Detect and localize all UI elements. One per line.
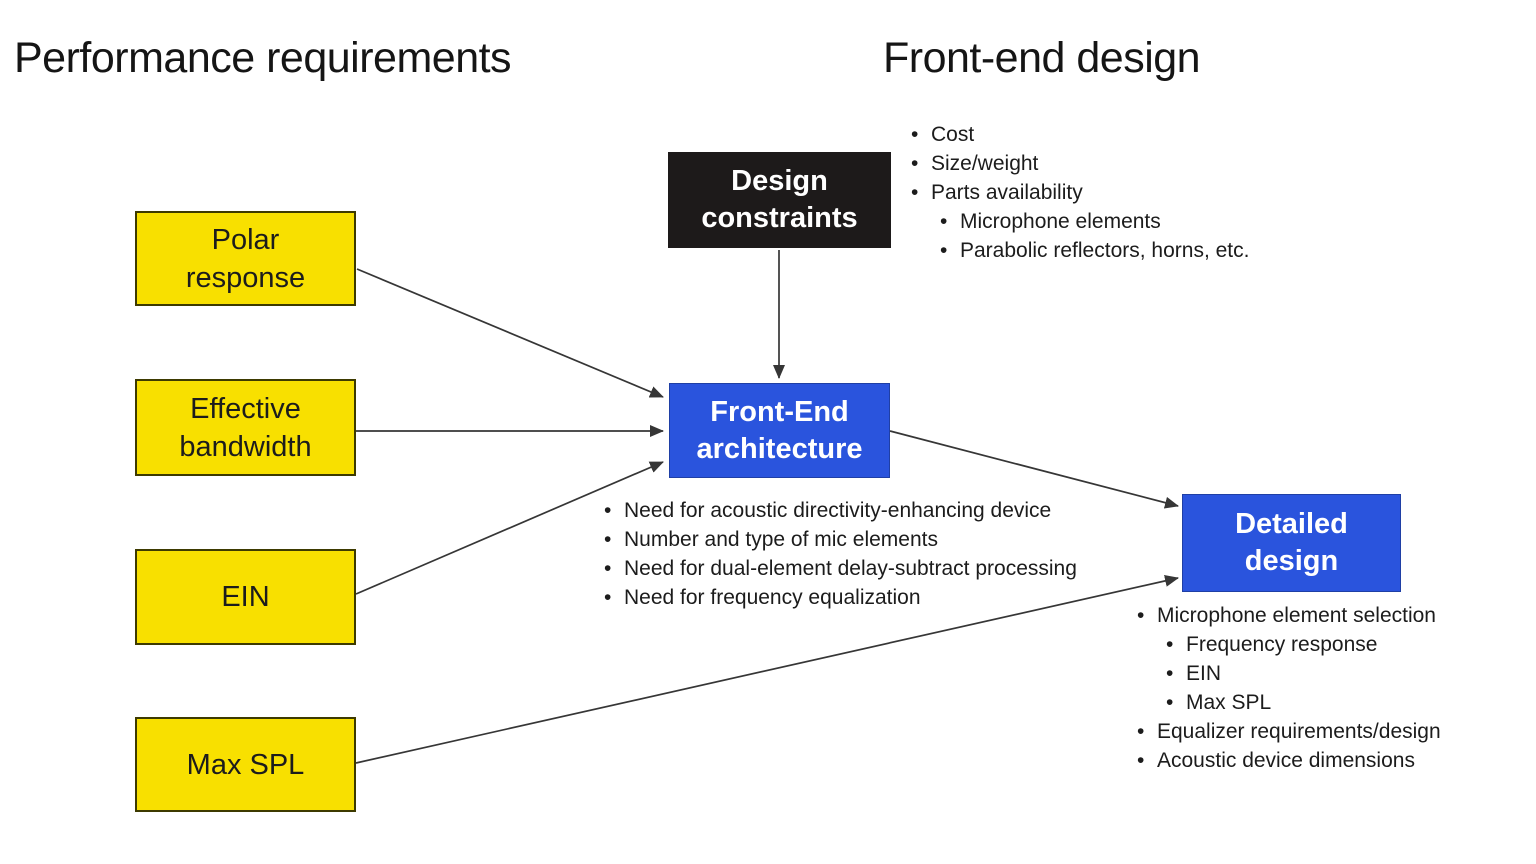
bullet-item: • Parabolic reflectors, horns, etc. (940, 236, 1249, 265)
box-front-end-architecture-label: Front-End architecture (696, 395, 863, 465)
bullet-icon: • (940, 239, 948, 262)
bullet-text: Need for dual-element delay-subtract pro… (624, 557, 1077, 580)
bullet-text: Microphone elements (960, 210, 1161, 233)
bullet-item: • Parts availability (911, 178, 1249, 207)
bullet-icon: • (604, 586, 612, 609)
bullet-icon: • (911, 152, 919, 175)
bullet-text: Size/weight (931, 152, 1039, 175)
box-detailed-design: Detailed design (1182, 494, 1401, 592)
bullet-item: • Size/weight (911, 149, 1249, 178)
box-ein: EIN (135, 549, 356, 645)
bullet-item: • Acoustic device dimensions (1137, 746, 1441, 775)
bullet-icon: • (604, 557, 612, 580)
box-polar-response-label: Polar response (185, 223, 306, 294)
bullet-item: • Need for acoustic directivity-enhancing… (604, 496, 1077, 525)
bullet-icon: • (1166, 691, 1174, 714)
bullet-text: Parabolic reflectors, horns, etc. (960, 239, 1250, 262)
box-front-end-architecture: Front-End architecture (669, 383, 890, 478)
box-polar-response: Polar response (135, 211, 356, 306)
box-effective-bandwidth: Effective bandwidth (135, 379, 356, 476)
list-design-constraints-notes: • Cost • Size/weight • Parts availability • Mic… (911, 120, 1249, 265)
bullet-icon: • (1137, 720, 1145, 743)
bullet-icon: • (604, 528, 612, 551)
box-max-spl: Max SPL (135, 717, 356, 812)
bullet-icon: • (911, 123, 919, 146)
arrow-maxspl-to-detailed (355, 575, 1179, 764)
box-design-constraints: Design constraints (668, 152, 891, 248)
arrow-ein-to-frontend (355, 461, 664, 595)
bullet-text: Parts availability (931, 181, 1083, 204)
bullet-item: • Microphone elements (940, 207, 1249, 236)
bullet-text: Equalizer requirements/design (1157, 720, 1441, 743)
arrow-frontend-to-detailed (889, 430, 1179, 509)
bullet-icon: • (940, 210, 948, 233)
bullet-item: • Frequency response (1166, 630, 1441, 659)
bullet-item: • Cost (911, 120, 1249, 149)
bullet-text: EIN (1186, 662, 1222, 685)
bullet-text: Need for acoustic directivity-enhancing … (624, 499, 1052, 522)
bullet-item: • Microphone element selection (1137, 601, 1441, 630)
bullet-text: Frequency response (1186, 633, 1378, 656)
bullet-icon: • (1166, 633, 1174, 656)
title-front-end-design: Front-end design (883, 34, 1201, 82)
bullet-text: Number and type of mic elements (624, 528, 938, 551)
list-detailed-design-outputs: • Microphone element selection • Frequency … (1137, 601, 1441, 775)
bullet-icon: • (911, 181, 919, 204)
bullet-text: Max SPL (1186, 691, 1272, 714)
bullet-item: • Need for dual-element delay-subtract pr… (604, 554, 1077, 583)
bullet-text: Microphone element selection (1157, 604, 1436, 627)
bullet-item: • Number and type of mic elements (604, 525, 1077, 554)
box-ein-label: EIN (221, 581, 270, 613)
list-front-end-outputs: • Need for acoustic directivity-enhancing… (604, 496, 1077, 612)
bullet-icon: • (1137, 749, 1145, 772)
bullet-text: Need for frequency equalization (624, 586, 921, 609)
bullet-text: Acoustic device dimensions (1157, 749, 1415, 772)
bullet-icon: • (1137, 604, 1145, 627)
bullet-item: • Max SPL (1166, 688, 1441, 717)
bullet-item: • EIN (1166, 659, 1441, 688)
box-design-constraints-label: Design constraints (701, 165, 858, 234)
arrow-polar-to-frontend (356, 268, 664, 398)
box-effective-bandwidth-label: Effective bandwidth (179, 392, 312, 463)
bullet-item: • Equalizer requirements/design (1137, 717, 1441, 746)
title-performance-requirements: Performance requirements (14, 34, 512, 82)
bullet-text: Cost (931, 123, 975, 146)
bullet-icon: • (604, 499, 612, 522)
box-max-spl-label: Max SPL (186, 748, 305, 781)
bullet-item: • Need for frequency equalization (604, 583, 1077, 612)
bullet-icon: • (1166, 662, 1174, 685)
box-detailed-design-label: Detailed design (1235, 508, 1348, 577)
